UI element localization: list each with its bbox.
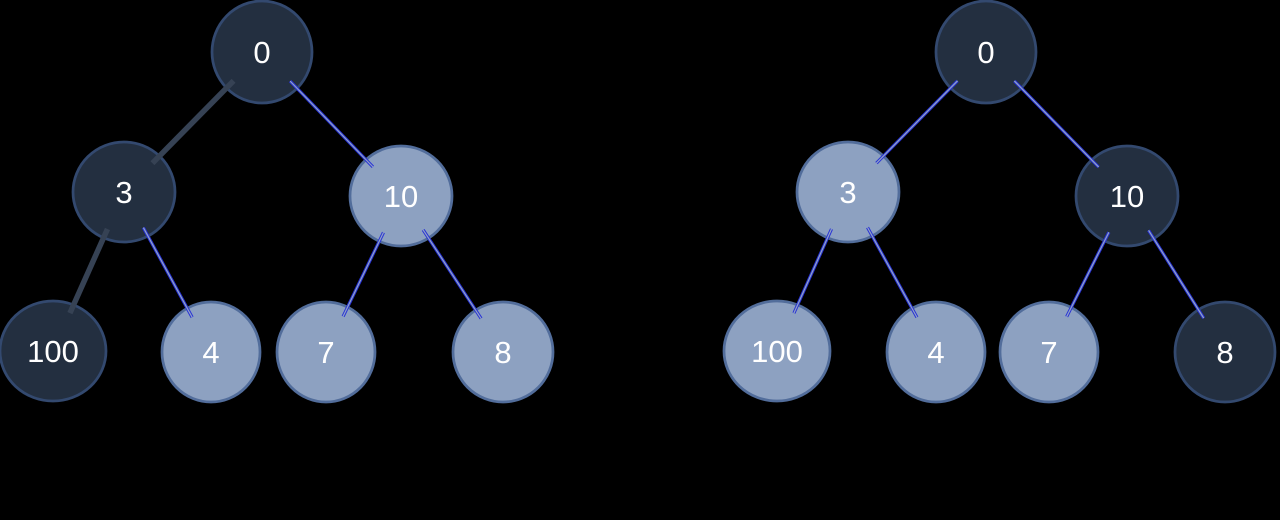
tree-node-label-10: 10 — [1110, 179, 1144, 214]
tree-node-0 — [210, 0, 314, 105]
tree-node-label-4: 4 — [202, 335, 219, 370]
tree-node-7 — [998, 300, 1100, 404]
tree-edge-core-0-10 — [1013, 80, 1100, 168]
tree-node-10 — [1074, 144, 1180, 248]
tree-edge-core-3-100 — [793, 228, 833, 314]
tree-node-100 — [722, 299, 832, 403]
tree-edge-core-10-7 — [342, 232, 384, 317]
tree-edge-core-10-8 — [422, 229, 482, 319]
tree-node-10 — [348, 144, 454, 248]
tree-node-8 — [451, 300, 555, 404]
tree-edge-core-0-10 — [289, 80, 374, 168]
tree-node-label-4: 4 — [927, 335, 944, 370]
tree-node-0 — [934, 0, 1038, 105]
tree-node-label-3: 3 — [115, 175, 132, 210]
tree-edge-core-10-7 — [1066, 231, 1110, 317]
tree-node-label-7: 7 — [317, 335, 334, 370]
tree-node-3 — [795, 140, 901, 244]
tree-edge-core-3-4 — [142, 227, 193, 318]
tree-node-label-8: 8 — [1216, 335, 1233, 370]
tree-node-label-0: 0 — [253, 35, 270, 70]
tree-node-label-3: 3 — [839, 175, 856, 210]
tree-node-100 — [0, 299, 108, 403]
tree-node-8 — [1173, 300, 1277, 404]
tree-edge-core-10-8 — [1148, 229, 1205, 319]
tree-edge-3-100 — [67, 227, 110, 315]
binary-tree-left: 0 3 10 100 4 7 8 — [0, 0, 555, 404]
tree-edge-0-3 — [150, 78, 236, 166]
binary-tree-right: 0 3 10 100 4 7 8 — [722, 0, 1277, 404]
tree-node-label-8: 8 — [494, 335, 511, 370]
tree-node-label-0: 0 — [977, 35, 994, 70]
tree-node-3 — [71, 140, 177, 244]
tree-node-label-100: 100 — [27, 334, 79, 369]
tree-node-label-7: 7 — [1040, 335, 1057, 370]
tree-edge-core-0-3 — [876, 80, 958, 164]
tree-node-4 — [885, 300, 987, 404]
tree-node-4 — [160, 300, 262, 404]
tree-node-label-100: 100 — [751, 334, 803, 369]
tree-edge-core-3-4 — [866, 227, 918, 318]
tree-node-7 — [275, 300, 377, 404]
tree-node-label-10: 10 — [384, 179, 418, 214]
